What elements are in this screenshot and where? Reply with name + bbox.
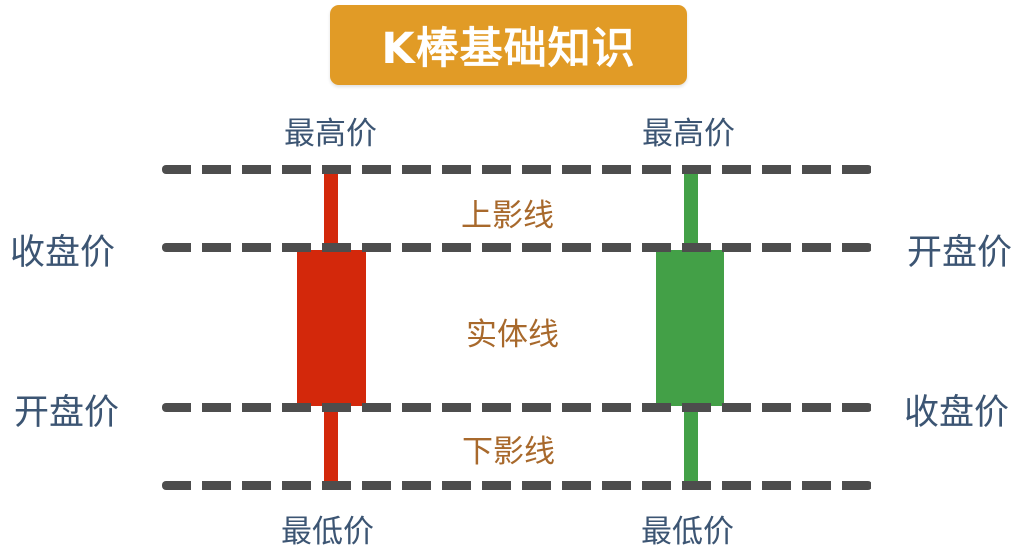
lower-body-line — [162, 403, 872, 412]
red-low-label: 最低价 — [281, 514, 374, 550]
red-close-label: 收盘价 — [10, 233, 116, 273]
upper-body-line — [162, 243, 872, 252]
red-open-label: 开盘价 — [14, 393, 120, 433]
green-open-label: 开盘价 — [907, 233, 1013, 273]
lower-shadow-label: 下影线 — [462, 434, 555, 470]
high-price-line — [162, 165, 872, 174]
red-candle-body — [297, 250, 366, 406]
green-high-label: 最高价 — [642, 116, 735, 152]
green-upper-wick — [684, 171, 698, 251]
title-banner: K棒基础知识 — [330, 5, 687, 85]
real-body-label: 实体线 — [466, 317, 559, 353]
green-close-label: 收盘价 — [904, 393, 1010, 433]
upper-shadow-label: 上影线 — [461, 198, 554, 234]
title-text: K棒基础知识 — [381, 24, 636, 74]
green-lower-wick — [684, 405, 698, 485]
green-candle-body — [656, 250, 724, 406]
red-upper-wick — [324, 171, 338, 251]
red-high-label: 最高价 — [284, 116, 377, 152]
red-lower-wick — [324, 405, 338, 485]
green-low-label: 最低价 — [641, 514, 734, 550]
low-price-line — [162, 481, 872, 490]
